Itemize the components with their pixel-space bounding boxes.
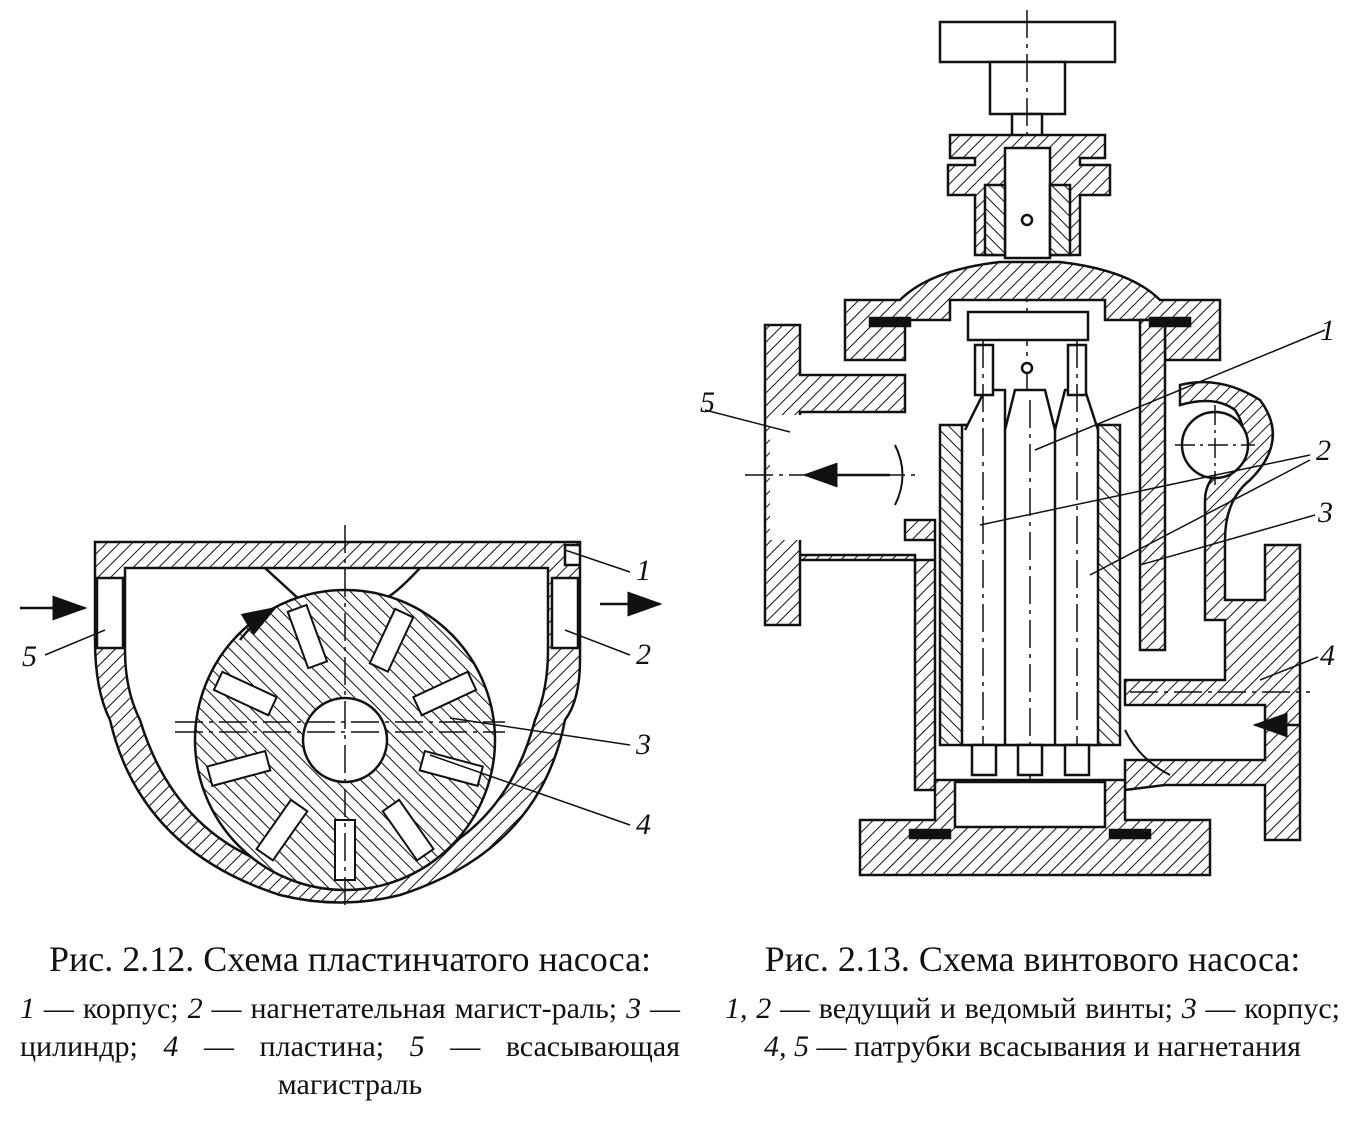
pump-housing-3 [1138, 318, 1167, 652]
screw-label-2: 2 [1316, 434, 1331, 467]
suction-channel [95, 576, 125, 650]
legend-num: 1 [20, 992, 35, 1025]
legend-num: 4 [163, 1030, 179, 1063]
caption-right: Рис. 2.13. Схема винтового насоса: 1, 2 … [715, 938, 1350, 1066]
legend-num: 1, 2 [725, 992, 772, 1025]
vane-pump-diagram [20, 525, 663, 905]
legend-text: — нагнетательная магист-раль; [202, 992, 627, 1025]
discharge-nozzle-5 [763, 323, 937, 792]
caption-right-legend: 1, 2 — ведущий и ведомый винты; 3 — корп… [715, 990, 1350, 1066]
vanes [205, 603, 485, 881]
screw-label-1: 1 [1320, 314, 1335, 347]
diagram-canvas: 1 2 3 4 5 [20, 10, 1335, 905]
discharge-channel [550, 576, 580, 650]
screw-label-5: 5 [700, 386, 715, 419]
vane-label-3: 3 [635, 728, 651, 761]
legend-text: — всасывающая магистраль [277, 1030, 680, 1101]
pump-cover [843, 260, 1222, 362]
legend-num: 4, 5 [764, 1030, 810, 1063]
vane-label-1: 1 [636, 554, 651, 587]
caption-left-title: Рис. 2.12. Схема пластинчатого насоса: [48, 939, 652, 979]
screw-label-3: 3 [1317, 496, 1333, 529]
legend-text: — корпус; [1196, 992, 1341, 1025]
legend-num: 3 [626, 992, 642, 1025]
legend-num: 5 [409, 1030, 425, 1063]
caption-right-title: Рис. 2.13. Схема винтового насоса: [764, 939, 1301, 979]
caption-left-legend: 1 — корпус; 2 — нагнетательная магист-ра… [10, 990, 690, 1104]
legend-num: 3 [1181, 992, 1197, 1025]
vane-label-2: 2 [636, 638, 651, 671]
legend-text: — корпус; [35, 992, 188, 1025]
legend-text: — патрубки всасывания и нагнетания [809, 1030, 1301, 1063]
caption-left: Рис. 2.12. Схема пластинчатого насоса: 1… [10, 938, 690, 1104]
screws [938, 340, 1122, 790]
legend-text: — ведущий и ведомый винты; [771, 992, 1182, 1025]
legend-num: 2 [187, 992, 203, 1025]
legend-text: — цилиндр; [20, 992, 681, 1063]
legend-text: — пластина; [178, 1030, 410, 1063]
vane-label-4: 4 [636, 808, 651, 841]
screw-pump-diagram [704, 10, 1326, 877]
screw-label-4: 4 [1320, 639, 1335, 672]
vane-label-5: 5 [22, 640, 37, 673]
